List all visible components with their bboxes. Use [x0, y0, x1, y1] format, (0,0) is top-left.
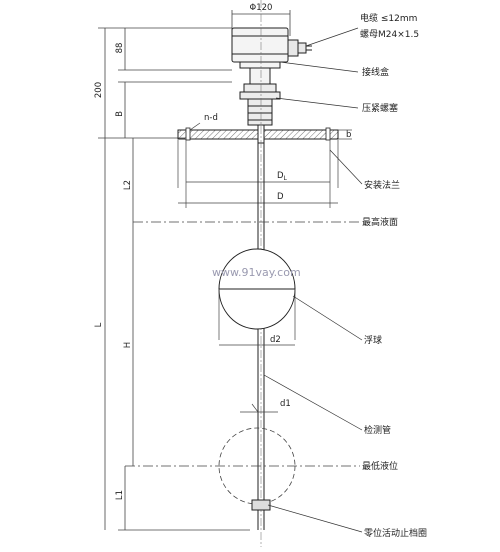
watermark: www.91vay.com — [212, 266, 301, 279]
dim-DL: DL — [277, 171, 288, 182]
cable-gland — [287, 39, 312, 57]
dim-H: H — [123, 342, 133, 348]
dim-B: B — [115, 111, 125, 117]
compression-gland — [239, 83, 281, 126]
flange-bolt-holes — [185, 127, 331, 141]
float-ball — [218, 248, 296, 330]
dim-L: L — [94, 322, 104, 327]
left-dimension-lines — [98, 27, 250, 531]
label-gland: 压紧螺塞 — [362, 102, 398, 114]
junction-box — [231, 27, 289, 69]
dim-200: 200 — [94, 82, 104, 98]
label-stopper: 零位活动止档圈 — [364, 527, 427, 539]
dim-d1: d1 — [280, 399, 291, 409]
label-float: 浮球 — [364, 334, 382, 346]
dim-n-d: n-d — [204, 113, 218, 123]
label-flange: 安装法兰 — [364, 179, 400, 191]
callout-leaders — [263, 27, 363, 533]
dim-b: b — [346, 130, 351, 140]
label-nut: 螺母M24×1.5 — [360, 29, 419, 40]
dim-L1: L1 — [115, 490, 125, 500]
label-tube: 检测管 — [364, 424, 391, 436]
dim-88: 88 — [115, 43, 125, 54]
label-cable: 电缆 ≤12mm — [360, 12, 417, 24]
nd-leader — [189, 122, 201, 131]
d1-dimension — [240, 403, 278, 413]
label-min-level: 最低液位 — [362, 460, 398, 472]
stopper-ring — [251, 499, 271, 530]
label-max-level: 最高液面 — [362, 216, 398, 228]
label-junction-box: 接线盒 — [362, 66, 389, 78]
neck — [249, 67, 271, 85]
dim-D: D — [277, 192, 284, 202]
dim-L2: L2 — [123, 180, 133, 190]
dim-d2: d2 — [270, 335, 281, 345]
